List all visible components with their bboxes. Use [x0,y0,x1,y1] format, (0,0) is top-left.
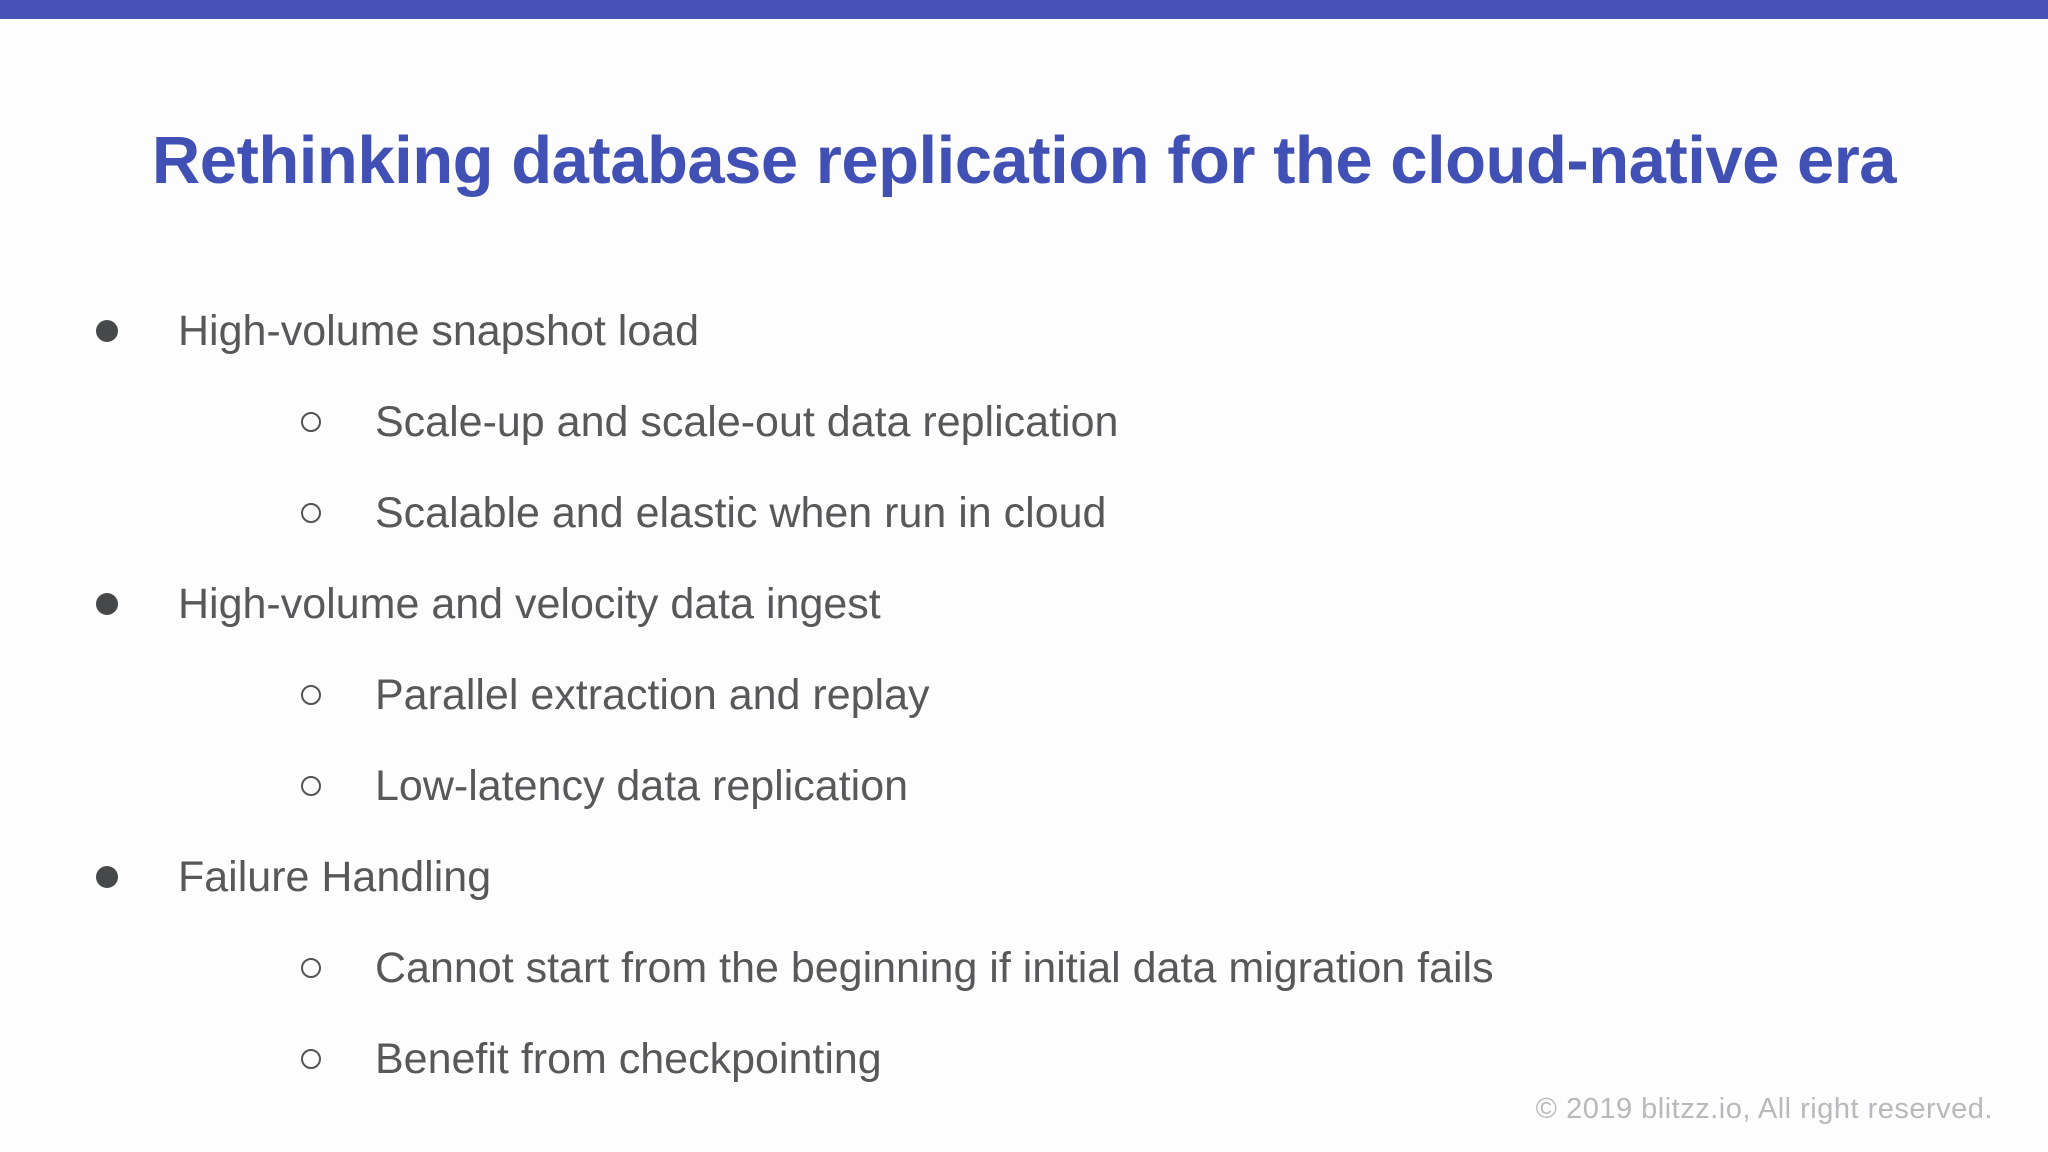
sub-bullet-label: Benefit from checkpointing [375,1034,882,1083]
bullet-circle-icon [301,1049,321,1069]
sub-bullet-item: Parallel extraction and replay [0,667,1494,723]
sub-bullet-item: Scalable and elastic when run in cloud [0,485,1494,541]
sub-bullet-label: Scalable and elastic when run in cloud [375,488,1107,537]
sub-bullet-item: Scale-up and scale-out data replication [0,394,1494,450]
bullet-label: Failure Handling [178,852,492,901]
bullet-dot-icon [96,320,118,342]
bullet-dot-icon [96,593,118,615]
accent-bar [0,0,2048,19]
bullet-circle-icon [301,958,321,978]
sub-bullet-item: Benefit from checkpointing [0,1031,1494,1087]
slide-title: Rethinking database replication for the … [151,123,1897,198]
sub-bullet-label: Low-latency data replication [375,761,909,810]
bullet-list: High-volume snapshot load Scale-up and s… [0,303,1494,1087]
sub-bullet-label: Parallel extraction and replay [375,670,930,719]
bullet-label: High-volume snapshot load [178,306,700,355]
bullet-circle-icon [301,685,321,705]
copyright-footer: © 2019 blitzz.io, All right reserved. [1535,1093,1993,1125]
sub-bullet-item: Cannot start from the beginning if initi… [0,940,1494,996]
bullet-circle-icon [301,503,321,523]
bullet-item: High-volume snapshot load [0,303,1494,359]
sub-bullet-item: Low-latency data replication [0,758,1494,814]
sub-bullet-label: Scale-up and scale-out data replication [375,397,1119,446]
bullet-dot-icon [96,866,118,888]
sub-bullet-label: Cannot start from the beginning if initi… [375,943,1494,992]
bullet-label: High-volume and velocity data ingest [178,579,881,628]
bullet-item: Failure Handling [0,849,1494,905]
bullet-item: High-volume and velocity data ingest [0,576,1494,632]
bullet-circle-icon [301,412,321,432]
bullet-circle-icon [301,776,321,796]
